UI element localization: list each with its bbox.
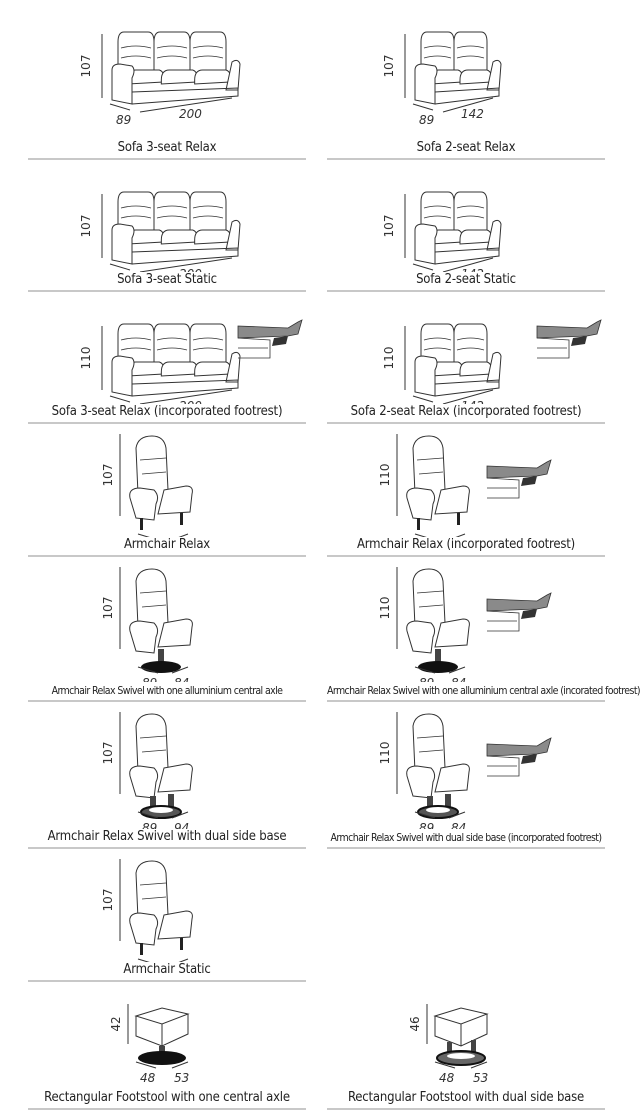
width-dimension: 200 <box>179 267 202 272</box>
width-dimension: 142 <box>461 107 484 121</box>
armchair-drawing: 107 89 94 <box>101 712 193 829</box>
product-item-sofa: 11089200Sofa 3-seat Relax (incorporated … <box>28 292 306 424</box>
armchair-drawing: 1078984 <box>101 434 193 537</box>
footstool-drawing: 42 48 53 <box>109 1004 190 1085</box>
product-item-sofa: 10792200Sofa 3-seat Static <box>28 160 306 292</box>
footrest-extended-icon <box>486 459 552 499</box>
width-dimension: 53 <box>174 1071 189 1085</box>
product-label: Rectangular Footstool with one central a… <box>44 1090 290 1105</box>
product-item-sofa: 11089142Sofa 2-seat Relax (incorporated … <box>327 292 605 424</box>
width-dimension: 84 <box>451 821 466 829</box>
armchair-drawing: 1079284 <box>101 859 193 962</box>
sofa-drawing: 107 89 200 <box>79 31 241 127</box>
height-dimension: 107 <box>101 464 115 487</box>
product-item-sofa: 10792142Sofa 2-seat Static <box>327 160 605 292</box>
height-dimension: 110 <box>378 597 392 620</box>
armchair-drawing: 107 89 84 <box>101 567 193 682</box>
depth-dimension: 48 <box>140 1071 156 1085</box>
width-dimension: 200 <box>179 107 202 121</box>
height-dimension: 110 <box>378 742 392 765</box>
width-dimension: 142 <box>461 399 484 404</box>
height-dimension: 107 <box>382 215 396 238</box>
product-label: Sofa 3-seat Relax (incorporated footrest… <box>51 404 283 419</box>
height-dimension: 107 <box>101 742 115 765</box>
height-dimension: 46 <box>408 1016 422 1031</box>
height-dimension: 107 <box>382 55 396 78</box>
height-dimension: 110 <box>382 347 396 370</box>
footrest-extended-icon <box>536 319 602 359</box>
height-dimension: 107 <box>79 215 93 238</box>
width-dimension: 84 <box>174 676 189 682</box>
sofa-drawing: 10792200 <box>79 191 241 272</box>
depth-dimension: 89 <box>419 821 434 829</box>
product-label: Rectangular Footstool with dual side bas… <box>347 1090 585 1105</box>
sofa-drawing: 10792142 <box>382 191 502 272</box>
product-label: Sofa 2-seat Static <box>416 272 516 287</box>
product-label: Armchair Relax Swivel with dual side bas… <box>330 832 603 844</box>
sofa-drawing: 11089142 <box>382 319 602 404</box>
height-dimension: 110 <box>79 347 93 370</box>
footrest-extended-icon <box>486 592 552 632</box>
product-label: Sofa 2-seat Relax (incorporated footrest… <box>350 404 582 419</box>
depth-dimension: 89 <box>142 821 157 829</box>
product-label: Sofa 3-seat Static <box>117 272 217 287</box>
footrest-extended-icon <box>486 737 552 777</box>
depth-dimension: 48 <box>439 1071 455 1085</box>
footrest-extended-icon <box>237 319 303 359</box>
width-dimension: 94 <box>174 821 189 829</box>
depth-dimension: 89 <box>419 676 434 682</box>
width-dimension: 200 <box>179 399 202 404</box>
product-label: Armchair Relax (incorporated footrest) <box>357 537 575 552</box>
width-dimension: 84 <box>451 676 466 682</box>
depth-dimension: 89 <box>116 113 131 127</box>
sofa-drawing: 107 89 142 <box>382 31 502 127</box>
height-dimension: 107 <box>101 889 115 912</box>
footstool-drawing: 46 48 53 <box>408 1004 489 1085</box>
height-dimension: 42 <box>109 1016 123 1031</box>
product-label: Armchair Relax Swivel with one alluminiu… <box>51 685 283 697</box>
height-dimension: 110 <box>378 464 392 487</box>
product-label: Armchair Static <box>123 962 211 977</box>
height-dimension: 107 <box>101 597 115 620</box>
product-label: Armchair Relax Swivel with one alluminiu… <box>327 685 640 697</box>
armchair-drawing: 110 89 84 <box>378 567 552 682</box>
armchair-drawing: 110 89 84 <box>378 712 552 829</box>
width-dimension: 53 <box>473 1071 488 1085</box>
depth-dimension: 89 <box>419 113 434 127</box>
depth-dimension: 89 <box>142 676 157 682</box>
product-label: Armchair Relax <box>123 537 211 552</box>
product-label: Sofa 3-seat Relax <box>117 140 217 155</box>
sofa-drawing: 11089200 <box>79 319 303 404</box>
width-dimension: 142 <box>461 267 484 272</box>
product-label: Armchair Relax Swivel with dual side bas… <box>47 829 287 844</box>
product-item-armchair: 1078984Armchair Relax <box>28 424 306 557</box>
height-dimension: 107 <box>79 55 93 78</box>
product-label: Sofa 2-seat Relax <box>416 140 516 155</box>
product-item-armchair: 1079284Armchair Static <box>28 849 306 982</box>
